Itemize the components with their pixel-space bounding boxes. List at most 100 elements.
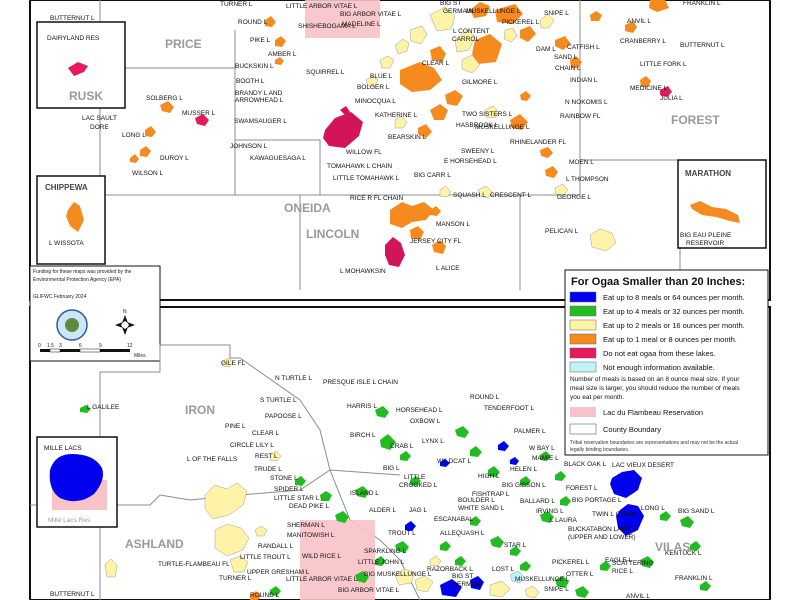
top-lake-label: TURNER L xyxy=(220,1,253,8)
top-lake-label: JOHNSON L xyxy=(230,143,268,150)
top-lake-label: BLUE L xyxy=(370,73,393,80)
top-lake-label: LITTLE TOMAHAWK L xyxy=(333,175,400,182)
top-lake-label: BIG CARR L xyxy=(414,172,451,179)
top-lake-label: BRANDY L AND xyxy=(235,90,283,97)
inset-chippewa-county: CHIPPEWA xyxy=(45,183,88,192)
bottom-lake-label: WILD RICE L xyxy=(302,553,341,560)
bottom-lake-label: L GALILEE xyxy=(87,404,120,411)
top-lake-label: BUTTERNUT L xyxy=(50,15,95,22)
bottom-lake-label: LITTLE TROUT L xyxy=(240,554,291,561)
top-lake-label: GILMORE L xyxy=(462,79,498,86)
inset-marathon-lake1: BIG EAU PLEINE xyxy=(680,232,732,239)
top-lake-label: ARROWHEAD L xyxy=(235,97,284,104)
bottom-lake-label: TENDERFOOT L xyxy=(484,405,534,412)
top-lake-label: JERSEY CITY FL xyxy=(410,238,461,245)
inset-rusk-lake-shape xyxy=(68,62,88,76)
legend-item-label: Eat up to 2 meals or 16 ounces per month… xyxy=(603,321,745,330)
bottom-lake-label: PALMER L xyxy=(514,428,546,435)
bottom-lake-label: HIGH L xyxy=(478,473,500,480)
top-lake-label: WILSON L xyxy=(132,170,163,177)
bottom-lake-label: (UPPER AND LOWER) xyxy=(568,534,636,541)
top-lake-label: WILLOW FL xyxy=(346,149,382,156)
top-lake-label: DAM L xyxy=(536,46,556,53)
inset-millelacs-lake: MILLE LACS xyxy=(44,445,82,452)
bottom-lake-label: CROOKED L xyxy=(399,482,438,489)
bottom-lake-label: KENTUCK L xyxy=(665,550,702,557)
top-lake-label: FRANKLIN L xyxy=(683,0,721,7)
top-lake-label: MEDICINE L xyxy=(630,85,668,92)
top-lake-label: MINOCQUA L xyxy=(355,98,396,105)
bottom-lake-label: TWIN L CHAIN xyxy=(592,511,636,518)
bottom-lake-label: PAPOOSE L xyxy=(265,413,302,420)
bottom-lake-label: BLACK OAK L xyxy=(564,461,607,468)
bottom-lake-label: BIG MUSKELLUNGE L xyxy=(364,571,432,578)
bottom-lake-label: SNIPE L xyxy=(544,586,569,593)
top-lake-label: LITTLE ARBOR VITAE L xyxy=(286,3,358,10)
inset-rusk-county: RUSK xyxy=(69,89,103,103)
bottom-lake-label: FRANKLIN L xyxy=(675,575,713,582)
inset-rusk-lake: DAIRYLAND RES xyxy=(47,35,100,42)
bottom-lake-label: FISHTRAP L xyxy=(472,491,510,498)
scale-tick-0: 0 xyxy=(38,343,41,349)
bottom-lake-label: BIG L xyxy=(383,465,400,472)
top-lake-label: CLEAR L xyxy=(422,60,449,67)
bottom-lake-label: HELEN L xyxy=(510,466,537,473)
legend-item-label: Eat up to 4 meals or 32 ounces per month… xyxy=(603,307,745,316)
county-label-lincoln: LINCOLN xyxy=(306,227,359,241)
top-lake-label: SQUIRREL L xyxy=(306,69,345,76)
bottom-lake-label: LITTLE xyxy=(404,474,426,481)
bottom-lake-label: RAZORBACK L xyxy=(427,566,473,573)
top-lake-label: TOMAHAWK L CHAIN xyxy=(327,163,392,170)
top-lake-label: HASBROOK L xyxy=(456,122,499,129)
bottom-lake-label: WILDCAT L xyxy=(437,458,471,465)
county-label-price: PRICE xyxy=(165,37,202,51)
top-lake-label: ROUND L xyxy=(238,19,268,26)
top-lake-label: SQUASH L xyxy=(453,192,486,199)
legend-note-3: you eat per month. xyxy=(570,394,624,401)
top-lake-label: AMBER L xyxy=(268,51,297,58)
top-lake-label: L CONTENT xyxy=(453,28,490,35)
bottom-lake-label: UPPER GRESHAM L xyxy=(247,569,310,576)
bottom-lake-label: LAC VIEUX DESERT xyxy=(612,462,674,469)
top-lake-label: SWEENY L xyxy=(461,148,495,155)
bottom-lake-label: LOST L xyxy=(492,566,515,573)
bottom-lake-label: ESCANABAL xyxy=(434,516,473,523)
bottom-lake-label: ISLAND L xyxy=(350,490,379,497)
funding-line2: Environmental Protection Agency (EPA) xyxy=(33,277,121,283)
scale-bar xyxy=(40,348,130,353)
top-lake-label: GEORGE L xyxy=(557,194,591,201)
top-lake-label: N NOKOMIS L xyxy=(565,99,608,106)
top-lake-label: MADELINE L xyxy=(342,21,381,28)
bottom-lake-label: OXBOW L xyxy=(410,418,441,425)
bottom-lake-label: MANITOWISH L xyxy=(287,532,335,539)
bottom-lake-label: BIG ST xyxy=(452,573,473,580)
legend-swatch xyxy=(569,347,597,359)
top-lake-label: BUCKSKIN L xyxy=(235,63,274,70)
top-lake-label: JULIA L xyxy=(660,95,683,102)
top-lake-label: TWO SISTERS L xyxy=(462,111,513,118)
bottom-lake-label: BUTTERNUT L xyxy=(50,591,95,598)
inset-chippewa-lake: L WISSOTA xyxy=(49,240,84,247)
top-lake-label: CRESCENT L xyxy=(490,192,531,199)
legend-swatch xyxy=(569,361,597,373)
bottom-lake-label: GILE FL xyxy=(221,360,246,367)
bottom-lake-label: DEAD PIKE L xyxy=(289,503,329,510)
legend-item-label: Eat up to 8 meals or 64 ounces per month… xyxy=(603,293,745,302)
legend-items: Eat up to 8 meals or 64 ounces per month… xyxy=(569,291,745,373)
top-lake-label: INDIAN L xyxy=(570,77,598,84)
top-lake-label: CHAIN L xyxy=(555,65,581,72)
inset-marathon-county: MARATHON xyxy=(685,169,731,178)
top-lake-label: L ALICE xyxy=(436,265,460,272)
top-lake-label: BOLGER L xyxy=(357,84,390,91)
top-lake-label: DUROY L xyxy=(160,155,189,162)
bottom-lake-label: ALLEQUASH L xyxy=(440,530,485,537)
top-lake-label: MUSKELLUNGE L xyxy=(466,8,521,15)
funding-line1: Funding for these maps was provided by t… xyxy=(33,269,132,275)
county-label-forest: FOREST xyxy=(671,113,720,127)
bottom-lake-label: PRESQUE ISLE L CHAIN xyxy=(323,379,398,386)
inset-chippewa-lake-shape xyxy=(66,202,84,232)
bottom-lake-label: REST L xyxy=(255,453,278,460)
